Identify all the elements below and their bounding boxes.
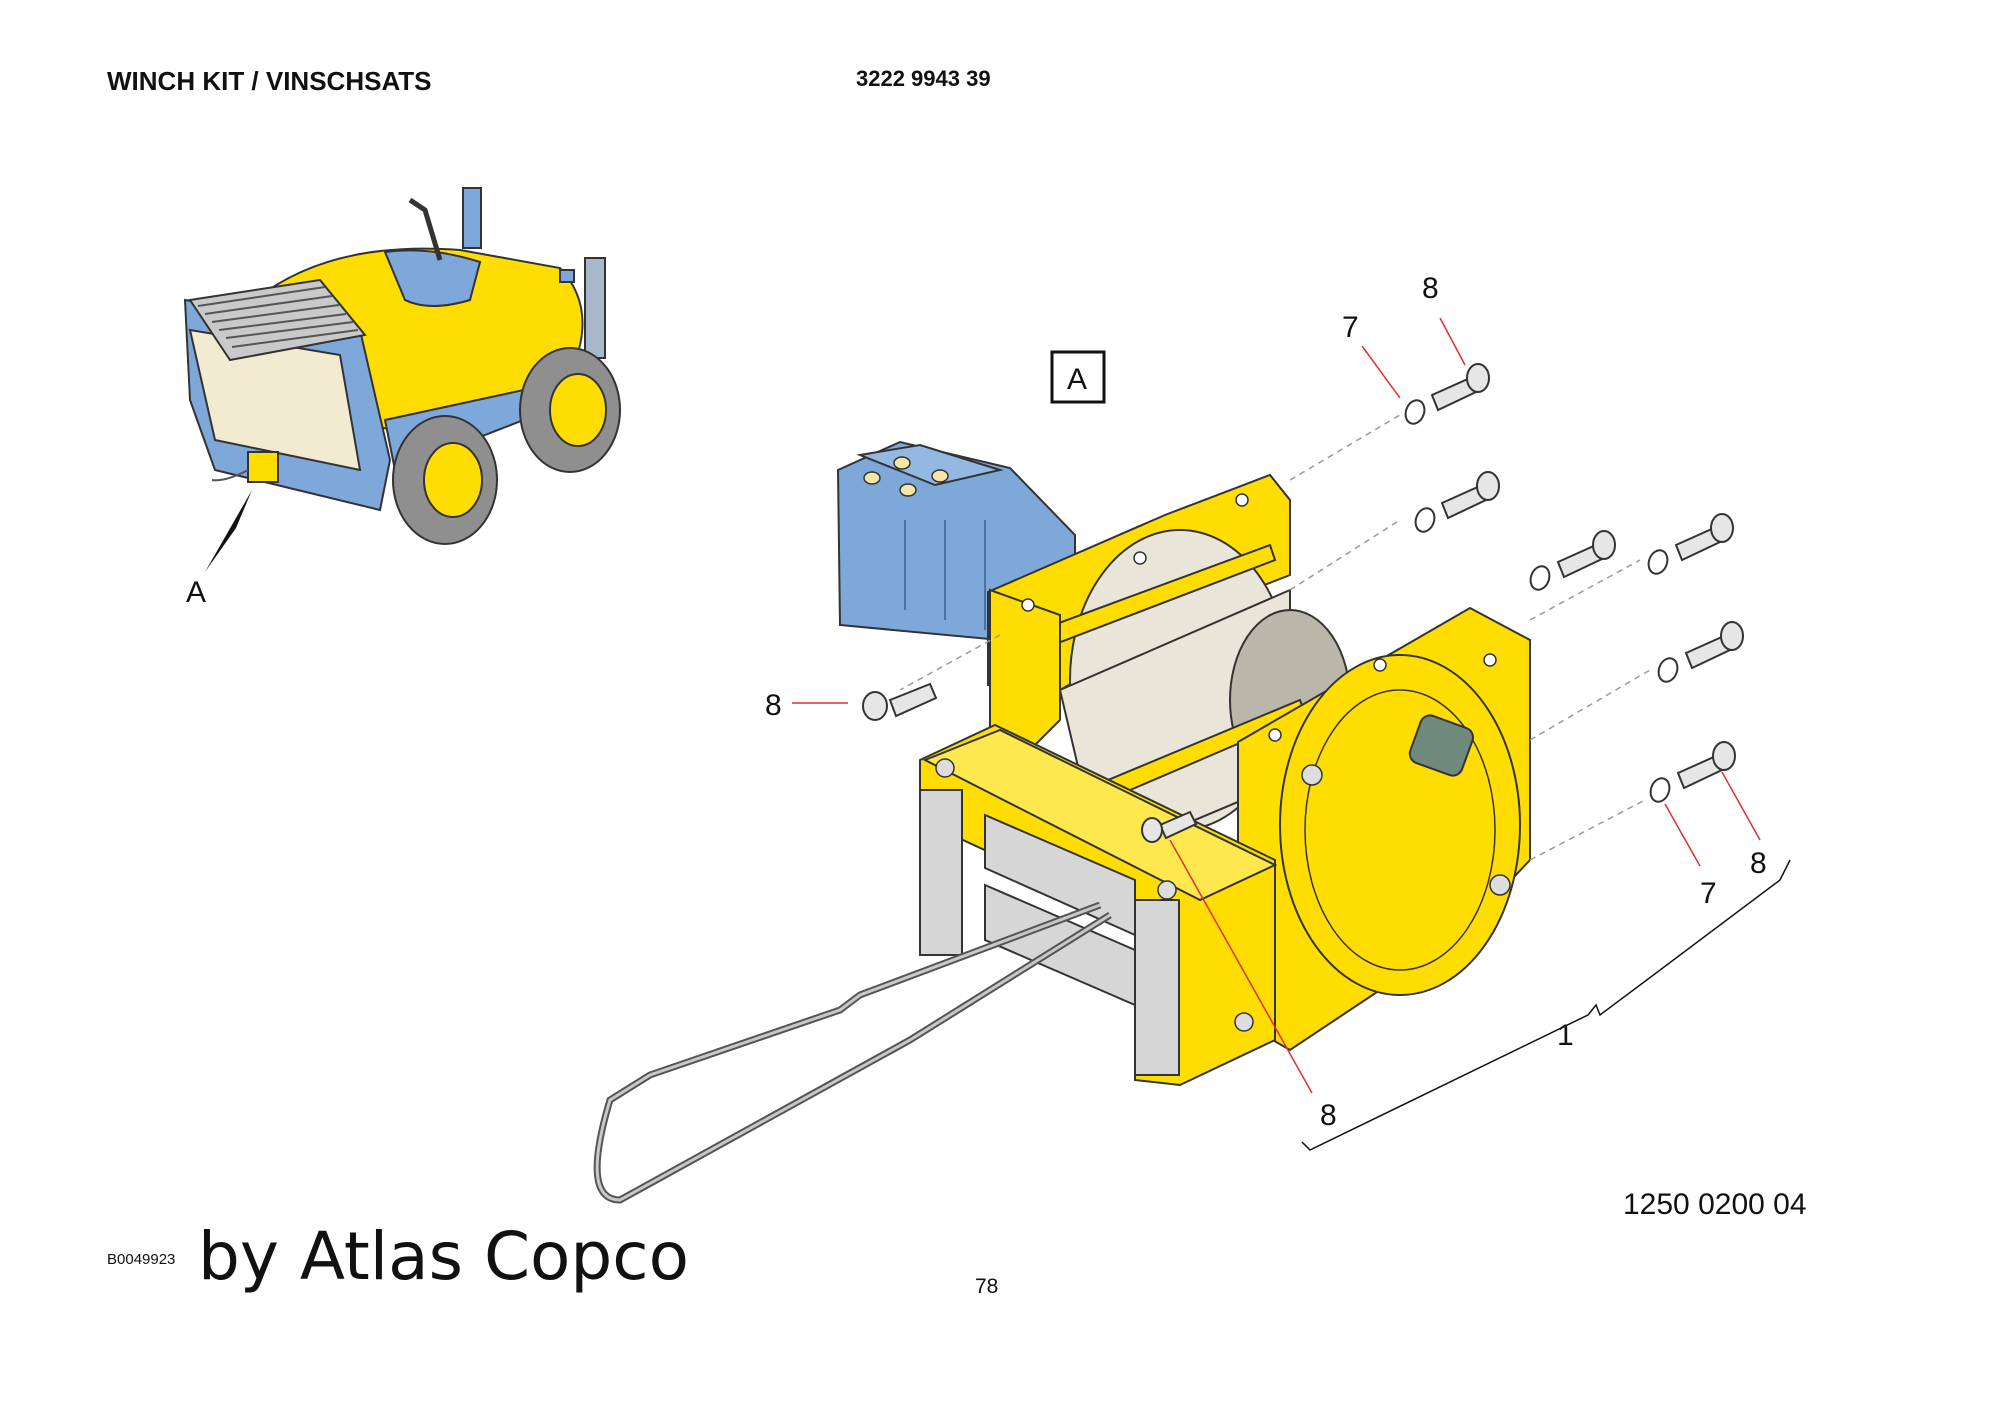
page-title: WINCH KIT / VINSCHSATS: [107, 66, 432, 96]
bolts-and-washers: [862, 363, 1744, 843]
assembly-lines: [899, 414, 1651, 861]
callout-bolt-top: 8: [1422, 272, 1439, 305]
callout-bolt-front: 8: [1320, 1099, 1337, 1132]
detail-box: [1050, 350, 1106, 404]
image-id: B0049923: [107, 1251, 176, 1268]
detail-box-label: A: [1067, 363, 1087, 396]
callout-bolt-right: 8: [1750, 847, 1767, 880]
callout-washer-top: 7: [1342, 311, 1359, 344]
watermark-text: by Atlas Copco: [198, 1218, 689, 1295]
part-number: 3222 9943 39: [856, 66, 991, 91]
callout-washer-bottom: 7: [1700, 877, 1717, 910]
page-number: 78: [975, 1275, 999, 1298]
callout-bolt-left: 8: [765, 689, 782, 722]
winch-assembly: [593, 440, 1531, 1204]
leader-lines: [792, 317, 1761, 1094]
machine-overview: [183, 187, 621, 572]
reference-code: 1250 0200 04: [1623, 1188, 1807, 1221]
callout-assembly: 1: [1557, 1019, 1574, 1052]
overview-pointer-label: A: [186, 576, 206, 609]
assembly-bracket: [1301, 859, 1791, 1151]
